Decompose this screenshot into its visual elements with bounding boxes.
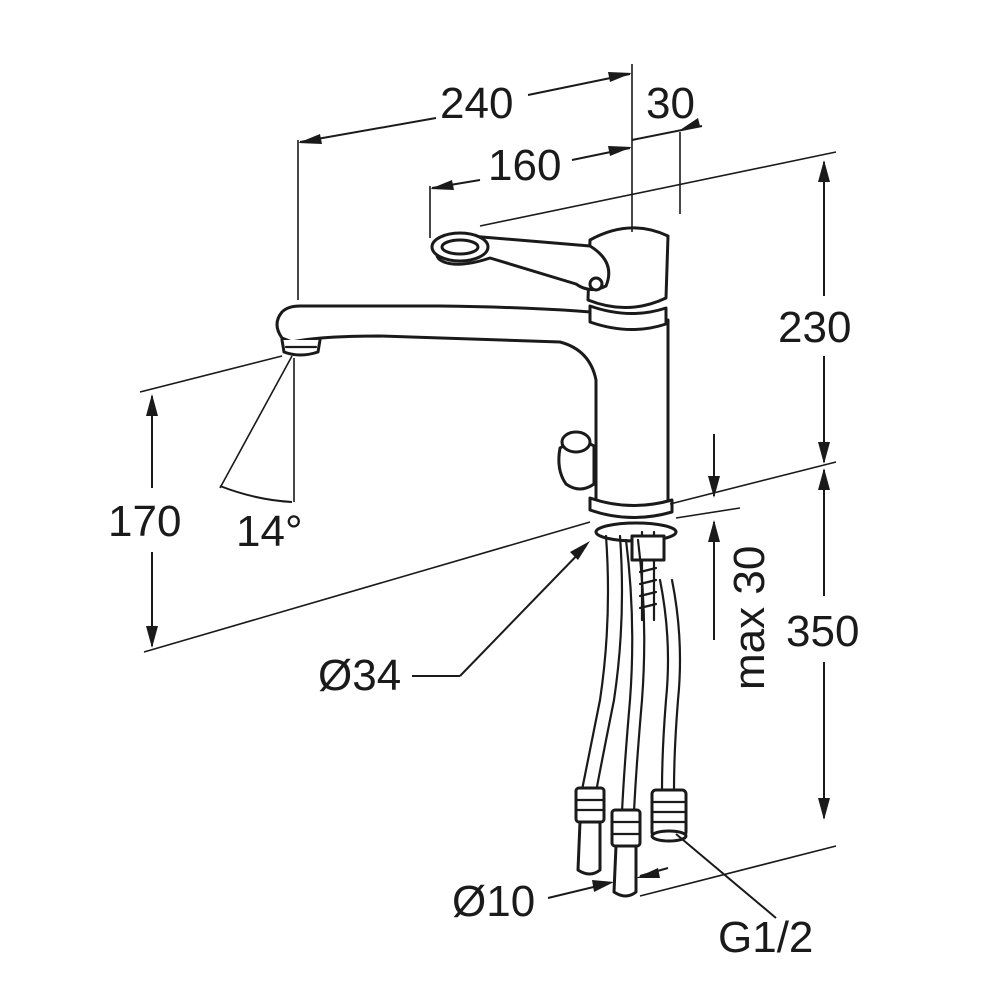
label-hole-diameter: Ø34 — [318, 651, 401, 700]
label-max-30: max 30 — [725, 546, 774, 690]
dimension-labels: 240 30 160 230 170 14° Ø34 350 max 30 Ø1… — [108, 79, 859, 962]
label-connection-thread: G1/2 — [718, 913, 813, 962]
hose-right — [658, 578, 682, 792]
label-hose-diameter: Ø10 — [452, 877, 535, 926]
mounting-assembly — [574, 521, 688, 898]
hose-left — [580, 534, 624, 794]
label-30-top: 30 — [646, 79, 695, 128]
side-knob — [557, 430, 596, 491]
hose-middle — [620, 538, 646, 814]
connector-left — [574, 786, 606, 876]
label-240: 240 — [440, 79, 513, 128]
lever-arm — [430, 231, 611, 291]
dimension-lines — [139, 64, 837, 919]
label-160: 160 — [488, 141, 561, 190]
label-350: 350 — [786, 607, 859, 656]
lever-collar — [588, 304, 668, 332]
connector-middle — [610, 808, 642, 898]
label-170: 170 — [108, 497, 181, 546]
label-spray-angle: 14° — [236, 507, 303, 556]
lever-cap — [586, 226, 670, 309]
mounting-nut — [630, 534, 666, 562]
connector-right-g12 — [650, 788, 688, 843]
base-collar — [588, 496, 674, 519]
faucet-body — [275, 226, 674, 519]
lever-pivot — [588, 276, 604, 292]
label-230: 230 — [778, 303, 851, 352]
